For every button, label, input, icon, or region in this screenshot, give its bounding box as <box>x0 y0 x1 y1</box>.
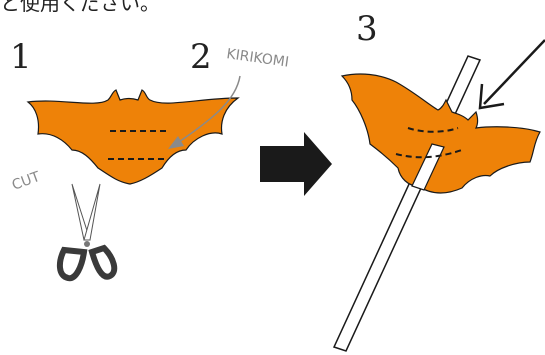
step-1-number: 1 <box>10 37 32 77</box>
kirikomi-label: KIRIKOMI <box>225 46 289 71</box>
top-instruction-text: と使用ください。 <box>0 0 160 15</box>
pointer-arrow-icon <box>480 40 545 108</box>
right-arrow-icon <box>260 132 332 196</box>
step-3-number: 3 <box>356 9 378 49</box>
bat-step-3 <box>342 74 540 193</box>
cut-label: CUT <box>10 169 43 194</box>
bat-step-1 <box>28 90 238 184</box>
scissors-icon <box>60 184 114 278</box>
bat-shape-icon <box>342 74 540 193</box>
step-2-number: 2 <box>190 37 212 77</box>
bat-shape-icon <box>28 90 238 184</box>
